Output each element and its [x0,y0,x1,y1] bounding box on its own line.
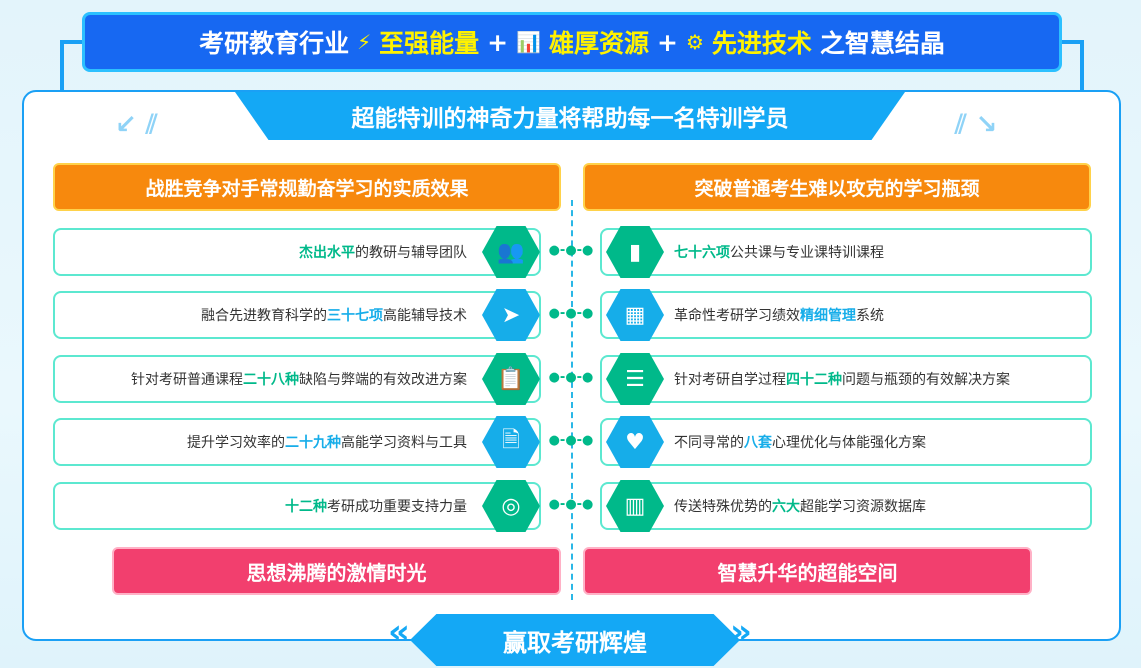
row-text: 高能学习资料与工具 [341,435,467,451]
row-text: 革命性考研学习绩效 [674,308,800,324]
banner-highlight: 雄厚资源 [549,29,650,58]
book-icon: ▮ [606,226,664,278]
subtitle: 超能特训的神奇力量将帮助每一名特训学员 [235,92,905,140]
left-header: 战胜竞争对手常规勤奋学习的实质效果 [53,163,561,211]
bottom-banner: 赢取考研辉煌 [410,614,740,666]
banner-text: 考研教育行业 [199,29,350,58]
center-divider [571,200,573,600]
feature-row: 革命性考研学习绩效精细管理系统 [600,291,1092,339]
row-text: 心理优化与体能强化方案 [772,435,926,451]
lightning-icon: ⚡ [357,30,372,54]
banner-highlight: 至强能量 [379,29,480,58]
banner-text: 之智慧结晶 [819,29,945,58]
row-text: 问题与瓶颈的有效解决方案 [842,372,1010,388]
feature-row: 融合先进教育科学的三十七项高能辅导技术 [53,291,541,339]
lifebuoy-icon: ◎ [482,480,540,532]
row-text: 高能辅导技术 [383,308,467,324]
row-text: 考研成功重要支持力量 [327,499,467,515]
connector-dots: ●-●-● [548,497,594,512]
gear-tech-icon: ⚙ [685,30,704,54]
grid-apps-icon: ▦ [606,289,664,341]
feature-row: 针对考研普通课程二十八种缺陷与弊端的有效改进方案 [53,355,541,403]
feature-row: 杰出水平的教研与辅导团队 [53,228,541,276]
connector-dots: ●-●-● [548,306,594,321]
right-header: 突破普通考生难以攻克的学习瓶颈 [583,163,1091,211]
row-highlight: 二十八种 [243,372,299,388]
row-highlight: 六大 [772,499,800,515]
checklist-icon: ☰ [606,353,664,405]
row-text: 针对考研普通课程 [131,372,243,388]
chevron-left-icon: « [388,612,410,652]
heart-pulse-icon: ♥ [606,416,664,468]
row-text: 公共课与专业课特训课程 [730,245,884,261]
row-highlight: 精细管理 [800,308,856,324]
arrow-down-right-icon: ⫽ ↘ [955,110,998,140]
left-footer: 思想沸腾的激情时光 [112,547,561,595]
chevron-right-icon: » [730,612,752,652]
title-banner: 考研教育行业 ⚡ 至强能量 + 📊 雄厚资源 + ⚙ 先进技术 之智慧结晶 [82,12,1062,72]
feature-row: 传送特殊优势的六大超能学习资源数据库 [600,482,1092,530]
row-highlight: 七十六项 [674,245,730,261]
connector-dots: ●-●-● [548,243,594,258]
chart-monitor-icon: 📊 [516,30,541,54]
row-highlight: 八套 [744,435,772,451]
row-highlight: 杰出水平 [299,245,355,261]
row-highlight: 十二种 [285,499,327,515]
feature-row: 十二种考研成功重要支持力量 [53,482,541,530]
row-highlight: 三十七项 [327,308,383,324]
row-text: 的教研与辅导团队 [355,245,467,261]
connector-dots: ●-●-● [548,370,594,385]
row-highlight: 二十九种 [285,435,341,451]
row-text: 超能学习资源数据库 [800,499,926,515]
row-text: 系统 [856,308,884,324]
monitor-chart-icon: ▥ [606,480,664,532]
feature-row: 针对考研自学过程四十二种问题与瓶颈的有效解决方案 [600,355,1092,403]
feature-row: 不同寻常的八套心理优化与体能强化方案 [600,418,1092,466]
row-text: 传送特殊优势的 [674,499,772,515]
row-highlight: 四十二种 [786,372,842,388]
connector-dots: ●-●-● [548,433,594,448]
row-text: 融合先进教育科学的 [201,308,327,324]
feature-row: 提升学习效率的二十九种高能学习资料与工具 [53,418,541,466]
arrow-down-left-icon: ↙ ⫽ [115,110,158,140]
row-text: 缺陷与弊端的有效改进方案 [299,372,467,388]
row-text: 针对考研自学过程 [674,372,786,388]
right-footer: 智慧升华的超能空间 [583,547,1032,595]
plus-sign: + [657,27,678,57]
row-text: 提升学习效率的 [187,435,285,451]
feature-row: 七十六项公共课与专业课特训课程 [600,228,1092,276]
banner-highlight: 先进技术 [711,29,812,58]
row-text: 不同寻常的 [674,435,744,451]
plus-sign: + [487,27,509,57]
